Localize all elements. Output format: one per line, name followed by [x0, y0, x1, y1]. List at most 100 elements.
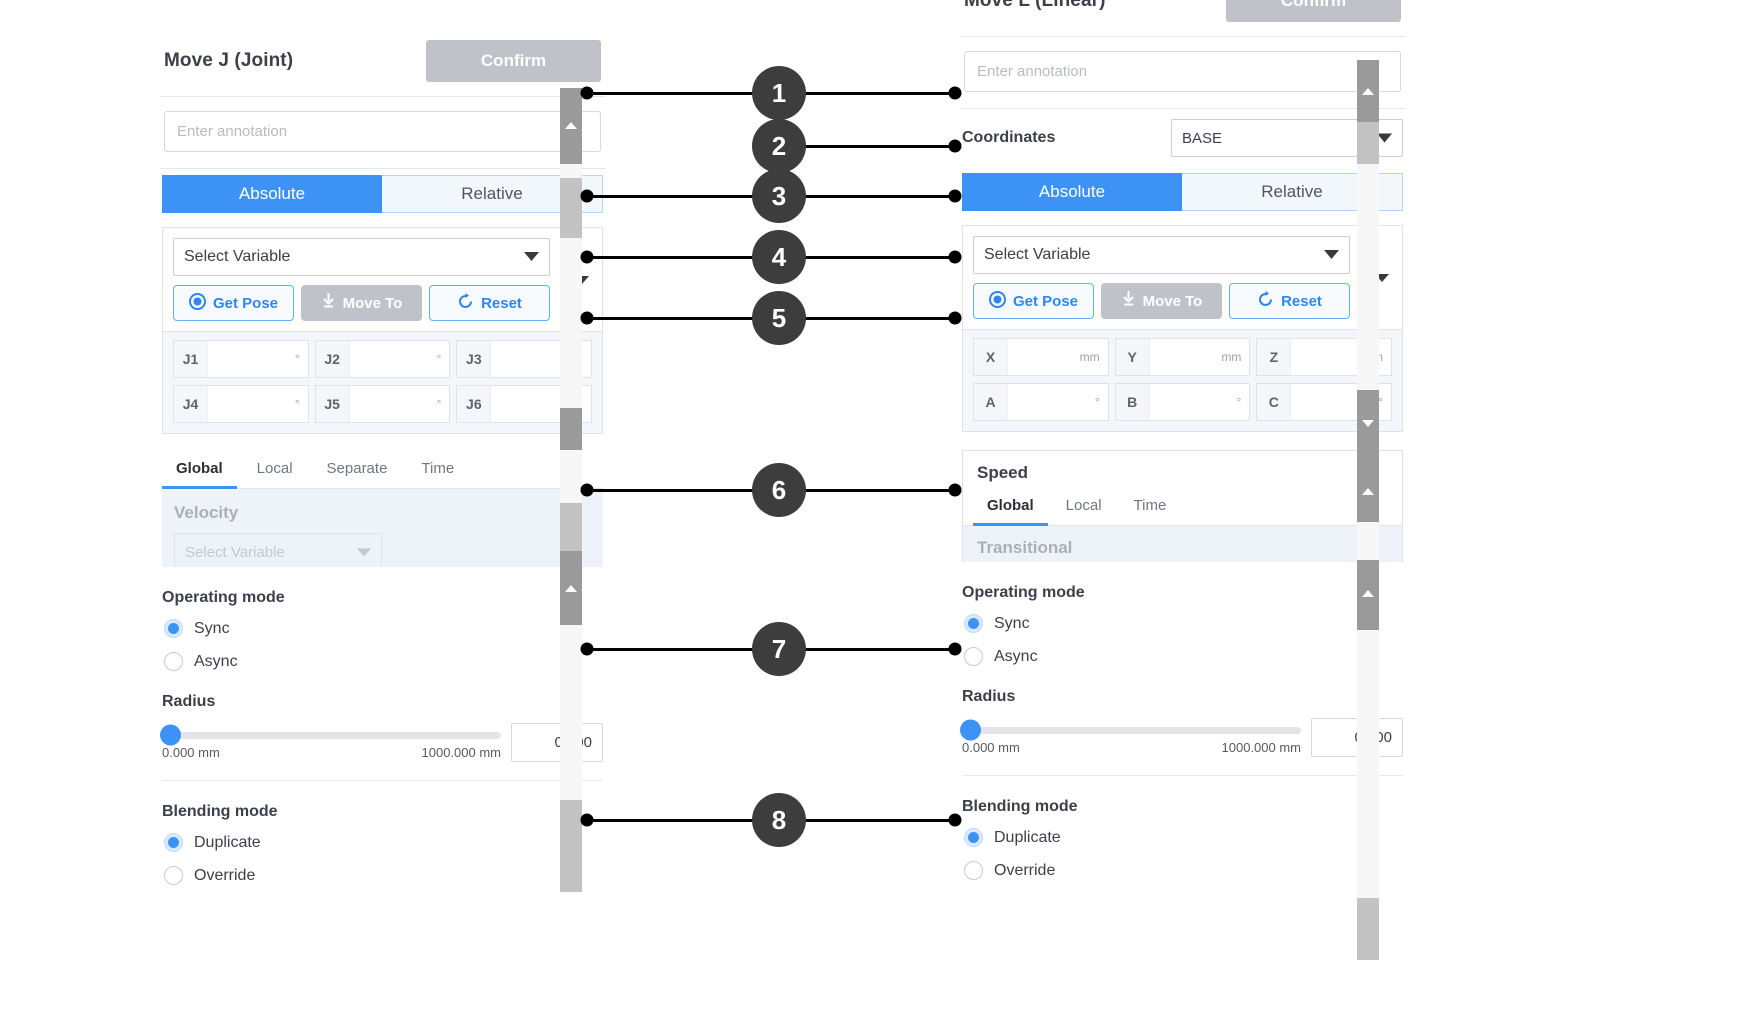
joint-value[interactable] — [350, 386, 437, 422]
speed-box: Speed Global Local Time Transitional Vel… — [962, 450, 1403, 562]
cartesian-value[interactable] — [1291, 339, 1363, 375]
left-scroll-thumb-3[interactable] — [560, 408, 582, 450]
joint-field-j5[interactable]: J5 ° — [314, 385, 451, 423]
cartesian-key: Z — [1257, 339, 1292, 375]
move-to-button[interactable]: Move To — [1101, 283, 1222, 319]
cartesian-field-y[interactable]: Y mm — [1114, 338, 1251, 376]
reset-button[interactable]: Reset — [429, 285, 550, 321]
cartesian-value[interactable] — [1008, 339, 1080, 375]
tab-absolute[interactable]: Absolute — [962, 173, 1182, 211]
radio-sync[interactable]: Sync — [164, 619, 603, 638]
joint-value[interactable] — [208, 341, 295, 377]
cartesian-value[interactable] — [1150, 384, 1237, 420]
radio-override-input[interactable] — [964, 861, 983, 880]
cartesian-value[interactable] — [1150, 339, 1222, 375]
radio-duplicate[interactable]: Duplicate — [964, 828, 1403, 847]
callout-badge-2: 2 — [752, 119, 806, 173]
chevron-down-icon — [357, 544, 371, 561]
confirm-button[interactable]: Confirm — [1226, 0, 1401, 22]
right-scroll-thumb-3[interactable] — [1357, 390, 1379, 460]
radio-async-input[interactable] — [964, 647, 983, 666]
get-pose-button[interactable]: Get Pose — [973, 283, 1094, 319]
radio-duplicate[interactable]: Duplicate — [164, 833, 603, 852]
download-icon — [1121, 291, 1136, 311]
tab-time[interactable]: Time — [1133, 497, 1167, 514]
joint-field-j2[interactable]: J2 ° — [314, 340, 451, 378]
get-pose-button[interactable]: Get Pose — [173, 285, 294, 321]
radio-sync-input[interactable] — [164, 619, 183, 638]
radius-slider-thumb[interactable] — [960, 719, 981, 741]
radio-override-input[interactable] — [164, 866, 183, 885]
joint-value[interactable] — [350, 341, 437, 377]
radio-async[interactable]: Async — [164, 652, 603, 671]
get-pose-label: Get Pose — [212, 294, 279, 312]
joint-field-j4[interactable]: J4 ° — [173, 385, 309, 423]
radius-slider[interactable] — [160, 724, 501, 746]
radius-slider-thumb[interactable] — [160, 724, 181, 746]
tab-global[interactable]: Global — [973, 489, 1048, 526]
right-scroll-thumb-4[interactable] — [1357, 460, 1379, 522]
speed-tabs: Global Local Time — [963, 489, 1402, 526]
left-panel-scrollbar[interactable] — [560, 88, 582, 892]
cartesian-unit: mm — [1079, 350, 1100, 364]
joint-unit: ° — [436, 352, 442, 366]
chevron-down-icon — [1377, 130, 1392, 147]
tab-local[interactable]: Local — [1065, 497, 1102, 514]
radio-async-input[interactable] — [164, 652, 183, 671]
cartesian-field-a[interactable]: A ° — [973, 383, 1109, 421]
callout-line-7 — [587, 648, 955, 651]
tab-time[interactable]: Time — [421, 460, 455, 477]
radio-override[interactable]: Override — [964, 861, 1403, 880]
radio-override[interactable]: Override — [164, 866, 603, 885]
variable-select[interactable]: Select Variable — [173, 238, 550, 276]
tab-global[interactable]: Global — [162, 452, 237, 489]
joint-key: J4 — [174, 386, 208, 422]
radius-slider-wrap: 0.000 mm 1000.000 mm 0.000 — [160, 723, 603, 762]
joint-field-j1[interactable]: J1 ° — [173, 340, 309, 378]
radio-duplicate-input[interactable] — [964, 828, 983, 847]
operating-mode-title: Operating mode — [162, 589, 285, 606]
blending-mode-title: Blending mode — [162, 803, 278, 820]
radius-slider[interactable] — [960, 719, 1301, 741]
left-scroll-thumb-1[interactable] — [560, 88, 582, 164]
right-pose-buttons: Get Pose Move To Reset — [973, 283, 1350, 319]
cartesian-pose-grid: X mm Y mm Z mm — [962, 330, 1403, 432]
right-scroll-thumb-1[interactable] — [1357, 60, 1379, 122]
callout-line-3 — [587, 195, 955, 198]
annotation-input[interactable] — [164, 111, 601, 152]
right-scroll-thumb-6[interactable] — [1357, 898, 1379, 960]
right-scroll-thumb-5[interactable] — [1357, 560, 1379, 630]
tab-local[interactable]: Local — [256, 460, 293, 477]
joint-value[interactable] — [208, 386, 295, 422]
velocity-variable-select[interactable]: Select Variable — [174, 533, 382, 567]
left-scroll-thumb-5[interactable] — [560, 551, 582, 625]
reset-button[interactable]: Reset — [1229, 283, 1350, 319]
variable-select[interactable]: Select Variable — [973, 236, 1350, 274]
radio-sync-input[interactable] — [964, 614, 983, 633]
left-scroll-thumb-4[interactable] — [560, 503, 582, 551]
tab-separate[interactable]: Separate — [326, 460, 388, 477]
cartesian-value[interactable] — [1008, 384, 1095, 420]
callout-badge-4: 4 — [752, 230, 806, 284]
callout-badge-7: 7 — [752, 622, 806, 676]
tab-absolute[interactable]: Absolute — [162, 175, 382, 213]
cartesian-field-b[interactable]: B ° — [1114, 383, 1251, 421]
cartesian-field-x[interactable]: X mm — [973, 338, 1109, 376]
right-panel-scrollbar[interactable] — [1357, 60, 1379, 960]
radio-duplicate-input[interactable] — [164, 833, 183, 852]
right-scroll-thumb-2[interactable] — [1357, 122, 1379, 164]
chevron-down-icon — [524, 248, 539, 266]
cartesian-key: A — [974, 384, 1008, 420]
radio-sync[interactable]: Sync — [964, 614, 1403, 633]
radio-async[interactable]: Async — [964, 647, 1403, 666]
move-to-button[interactable]: Move To — [301, 285, 422, 321]
radius-title: Radius — [162, 693, 216, 710]
left-scroll-thumb-6[interactable] — [560, 800, 582, 892]
confirm-button[interactable]: Confirm — [426, 40, 601, 82]
left-scroll-thumb-2[interactable] — [560, 178, 582, 238]
cartesian-key: X — [974, 339, 1008, 375]
radius-value-input[interactable]: 0.000 — [511, 723, 603, 762]
callout-badge-1: 1 — [752, 66, 806, 120]
cartesian-key: Y — [1115, 339, 1150, 375]
annotation-input[interactable] — [964, 51, 1401, 92]
